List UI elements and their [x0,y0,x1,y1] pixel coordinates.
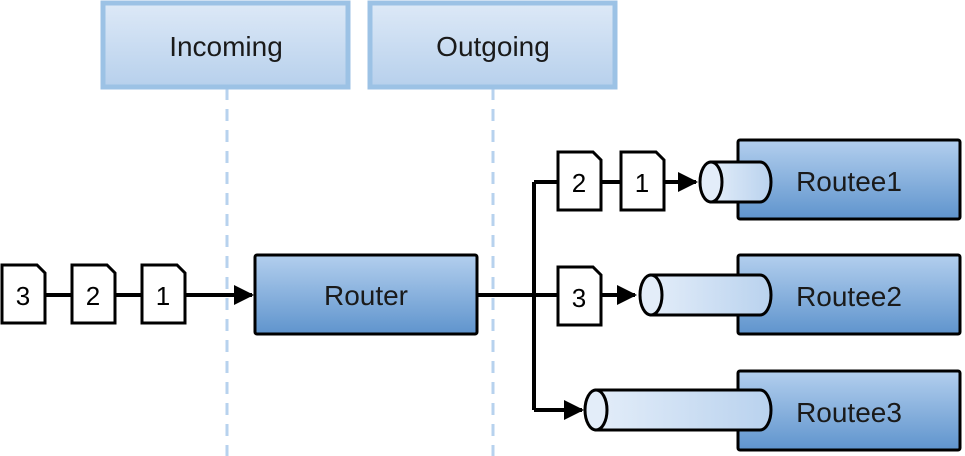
message-doc: 1 [619,150,666,212]
message-number: 3 [16,281,30,311]
router-box: Router [253,253,479,336]
routee-box: Routee3 [736,369,962,452]
routee-box: Routee1 [736,138,962,221]
router-label: Router [324,280,408,311]
mailbox-queue [583,388,773,432]
message-doc: 1 [140,263,187,325]
message-doc: 2 [70,263,117,325]
routee-label: Routee3 [796,397,902,428]
message-number: 1 [156,281,170,311]
incoming-header: Incoming [100,0,351,90]
message-number: 2 [86,281,100,311]
message-doc: 3 [0,263,47,325]
outgoing-header-label: Outgoing [436,31,550,62]
branch-line [477,182,536,410]
mailbox-queue [698,160,773,204]
incoming-header-label: Incoming [169,31,283,62]
message-number: 1 [635,168,649,198]
message-doc: 2 [556,150,603,212]
routee-box: Routee2 [736,253,962,336]
mailbox-queue [638,273,773,317]
routee-label: Routee2 [796,281,902,312]
message-doc: 3 [556,265,603,327]
outgoing-header: Outgoing [367,0,618,90]
message-number: 3 [572,283,586,313]
message-number: 2 [572,168,586,198]
routee-label: Routee1 [796,166,902,197]
